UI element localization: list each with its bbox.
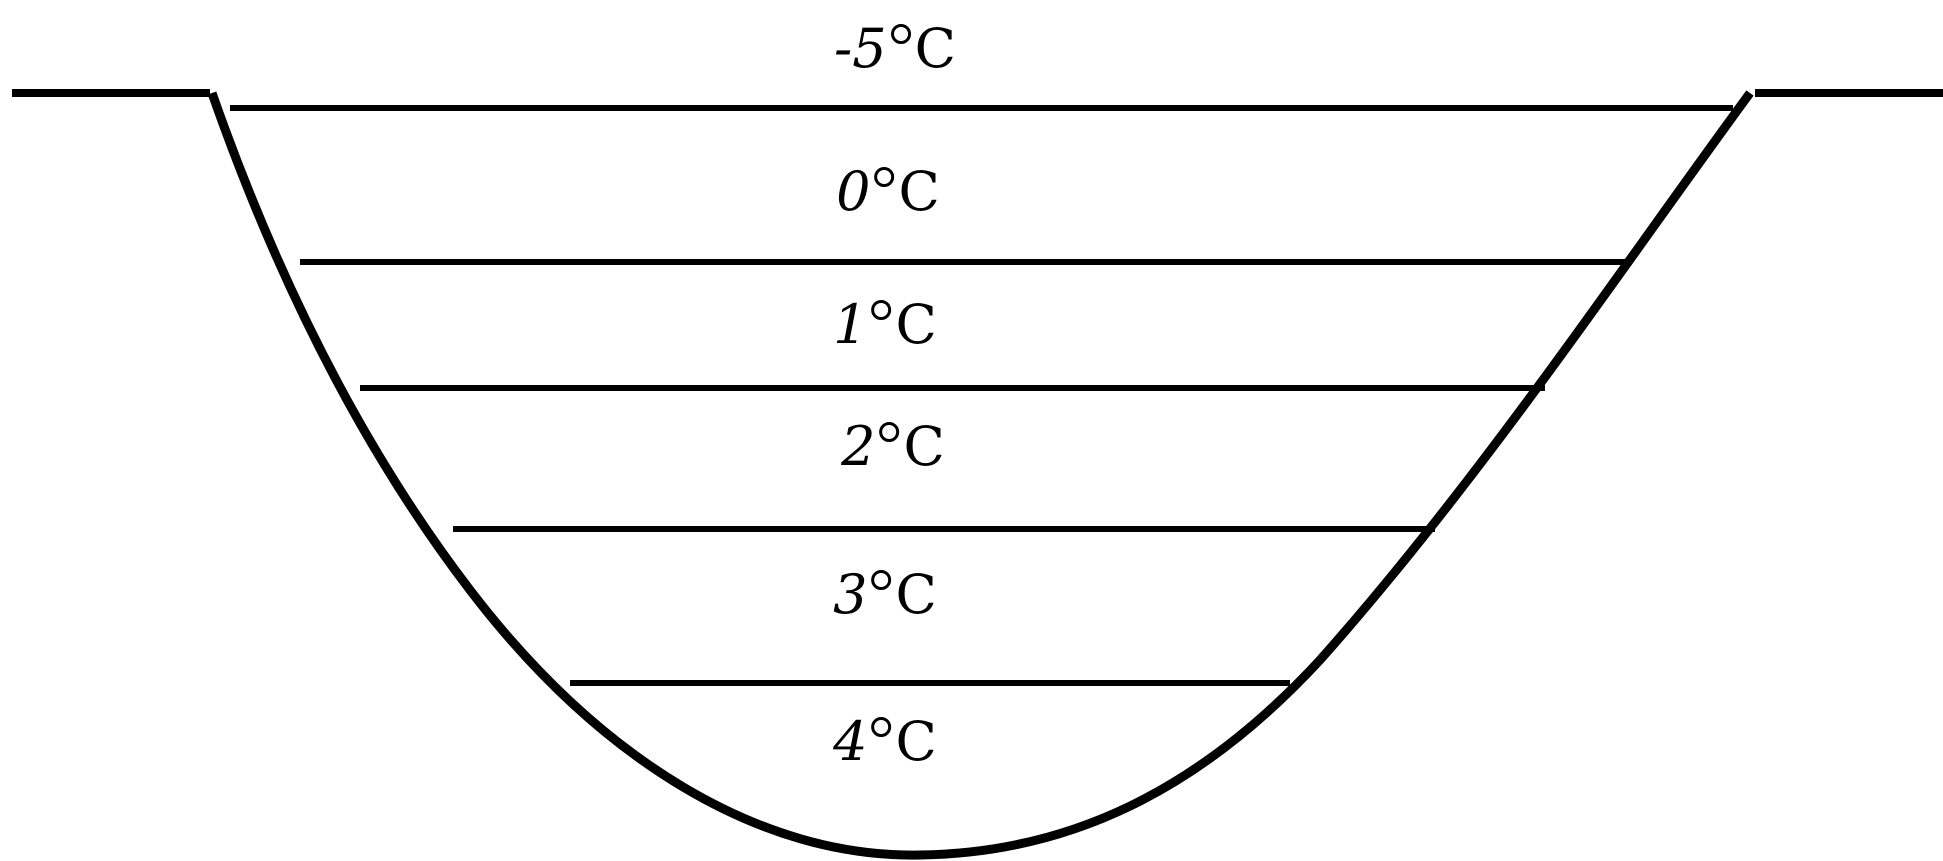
- layer-4-temperature-value: 4: [833, 710, 867, 773]
- layer-1-temperature-value: 1: [833, 293, 867, 356]
- layer-0-temperature-unit: C: [899, 160, 940, 223]
- layer-4-temperature-unit: C: [896, 710, 937, 773]
- layer-1-temperature-unit: C: [896, 293, 937, 356]
- degree-icon: [872, 717, 892, 737]
- degree-icon: [875, 167, 895, 187]
- degree-icon: [872, 570, 892, 590]
- degree-icon: [880, 422, 900, 442]
- layer-2-temperature-value: 2: [841, 415, 875, 478]
- layer-3-temperature-value: 3: [833, 563, 867, 626]
- layer-2-temperature-unit: C: [904, 415, 945, 478]
- layer-0-temperature-value: 0: [836, 160, 870, 223]
- air-temperature-value: -5: [834, 17, 887, 80]
- degree-icon: [872, 300, 892, 320]
- lake-basin-outline: [212, 93, 1750, 855]
- air-temperature-unit: C: [915, 17, 956, 80]
- layer-3-temperature-unit: C: [896, 563, 937, 626]
- degree-icon: [891, 24, 911, 44]
